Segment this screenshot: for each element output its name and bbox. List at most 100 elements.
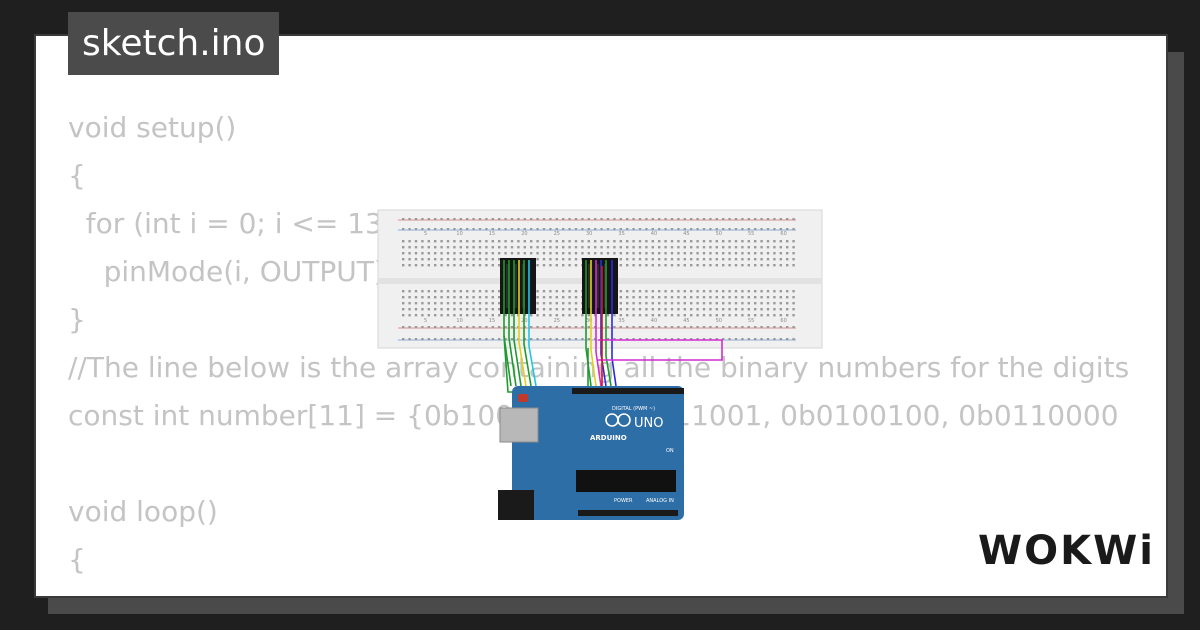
breadboard-hole xyxy=(440,218,443,221)
digital-pins-label: DIGITAL (PWM ~) xyxy=(612,406,655,412)
breadboard-hole xyxy=(555,252,558,255)
breadboard-hole xyxy=(434,258,437,261)
breadboard-hole xyxy=(779,252,782,255)
breadboard-hole xyxy=(754,252,757,255)
breadboard-hole xyxy=(722,338,725,341)
breadboard-hole xyxy=(421,252,424,255)
breadboard-hole xyxy=(619,218,622,221)
breadboard-hole xyxy=(734,258,738,261)
breadboard-hole xyxy=(779,338,782,341)
breadboard-hole xyxy=(498,314,501,317)
breadboard-hole xyxy=(446,218,450,221)
breadboard-hole xyxy=(555,258,558,261)
breadboard-hole xyxy=(690,252,693,255)
breadboard-hole xyxy=(402,296,405,299)
breadboard-hole xyxy=(446,240,450,243)
breadboard-hole xyxy=(773,252,776,255)
breadboard-hole xyxy=(427,264,430,267)
breadboard-hole xyxy=(414,252,418,255)
breadboard-hole xyxy=(709,246,712,249)
code-line: { xyxy=(68,543,86,576)
breadboard-hole xyxy=(645,240,648,243)
breadboard-hole xyxy=(773,218,776,221)
breadboard-hole xyxy=(715,264,718,267)
breadboard-hole xyxy=(536,228,539,231)
breadboard-hole xyxy=(414,326,418,329)
breadboard-hole xyxy=(485,228,488,231)
breadboard-hole xyxy=(562,264,565,267)
breadboard-hole xyxy=(478,218,482,221)
breadboard-hole xyxy=(690,246,693,249)
breadboard-hole xyxy=(715,228,718,231)
breadboard-hole xyxy=(760,252,763,255)
breadboard-hole xyxy=(568,258,571,261)
breadboard-hole xyxy=(434,246,437,249)
breadboard-hole xyxy=(709,326,712,329)
breadboard-hole xyxy=(645,308,648,311)
breadboard-hole xyxy=(619,302,622,305)
breadboard-hole xyxy=(754,290,757,293)
breadboard-hole xyxy=(766,246,770,249)
breadboard-hole xyxy=(402,314,405,317)
breadboard-hole xyxy=(472,338,475,341)
breadboard-hole xyxy=(766,290,770,293)
breadboard-hole xyxy=(709,228,712,231)
breadboard-hole xyxy=(734,302,738,305)
breadboard-hole xyxy=(670,326,674,329)
breadboard-hole xyxy=(690,290,693,293)
breadboard-hole xyxy=(773,338,776,341)
breadboard-hole xyxy=(440,252,443,255)
breadboard-hole xyxy=(459,228,462,231)
breadboard-hole xyxy=(658,246,661,249)
breadboard-hole xyxy=(779,302,782,305)
breadboard-hole xyxy=(741,264,744,267)
breadboard-hole xyxy=(702,246,706,249)
breadboard-hole xyxy=(779,314,782,317)
breadboard-hole xyxy=(670,240,674,243)
breadboard-hole xyxy=(408,314,411,317)
breadboard-hole xyxy=(549,240,552,243)
breadboard-hole xyxy=(741,240,744,243)
breadboard-hole xyxy=(696,264,699,267)
breadboard-hole xyxy=(728,258,731,261)
breadboard-hole xyxy=(792,302,795,305)
breadboard-hole xyxy=(453,258,456,261)
breadboard-hole xyxy=(472,302,475,305)
breadboard-hole xyxy=(440,290,443,293)
breadboard-hole xyxy=(670,228,674,231)
breadboard-hole xyxy=(683,326,686,329)
breadboard-hole xyxy=(402,264,405,267)
breadboard-hole xyxy=(466,228,469,231)
breadboard-hole xyxy=(760,228,763,231)
breadboard-hole xyxy=(696,258,699,261)
file-tab[interactable]: sketch.ino xyxy=(68,12,280,75)
breadboard-hole xyxy=(421,240,424,243)
breadboard-hole xyxy=(491,252,494,255)
breadboard-hole xyxy=(510,240,514,243)
breadboard-hole xyxy=(434,240,437,243)
breadboard-hole xyxy=(568,264,571,267)
breadboard-hole xyxy=(741,218,744,221)
breadboard-hole xyxy=(402,326,405,329)
breadboard-hole xyxy=(446,296,450,299)
breadboard-hole xyxy=(542,264,546,267)
breadboard-hole xyxy=(466,218,469,221)
breadboard-hole xyxy=(619,228,622,231)
breadboard-hole xyxy=(478,296,482,299)
breadboard-hole xyxy=(664,296,667,299)
breadboard-hole xyxy=(645,314,648,317)
wokwi-logo[interactable]: WOKWi xyxy=(978,528,1155,574)
breadboard-hole xyxy=(683,228,686,231)
breadboard-hole xyxy=(677,296,680,299)
breadboard-hole xyxy=(421,302,424,305)
breadboard-hole xyxy=(715,302,718,305)
breadboard-hole xyxy=(754,218,757,221)
breadboard-hole xyxy=(504,246,507,249)
breadboard-hole xyxy=(587,338,590,341)
breadboard-hole xyxy=(702,218,706,221)
breadboard-hole xyxy=(606,326,610,329)
breadboard-hole xyxy=(638,308,642,311)
breadboard-hole xyxy=(664,258,667,261)
breadboard-hole xyxy=(594,218,597,221)
breadboard-hole xyxy=(408,326,411,329)
